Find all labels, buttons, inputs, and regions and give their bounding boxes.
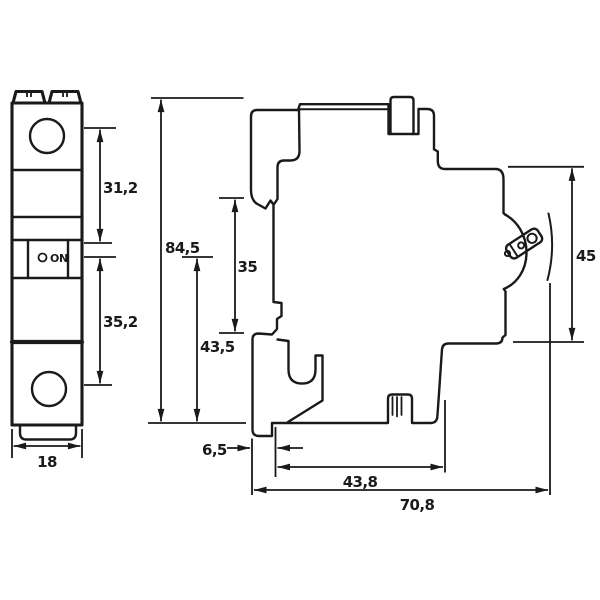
din-rail-slot: [276, 338, 324, 424]
dim-front-width-label: 18: [37, 453, 57, 471]
side-body-outline: [249, 103, 528, 438]
front-divider-lines: [10, 168, 84, 280]
front-view: ON: [9, 89, 85, 441]
dim-body-height-label: 43,5: [200, 338, 235, 356]
terminal-block-inner-edge: [273, 108, 301, 205]
dim-total-height-label: 84,5: [165, 239, 200, 257]
dim-hook-offset-label: 6,5: [202, 441, 227, 459]
terminal-clamps: [11, 89, 83, 105]
dim-total-depth-label: 70,8: [400, 496, 435, 514]
front-view-dimensions: 31,2 35,2 18: [11, 127, 138, 471]
dim-front-part-height-label: 45: [576, 247, 596, 265]
clip-release-ticks: [391, 396, 403, 418]
dim-front-upper-label: 31,2: [103, 179, 138, 197]
upper-terminal-hole: [28, 117, 66, 155]
front-body-outline: [10, 101, 84, 427]
dim-lower-depth-label: 43,8: [343, 473, 378, 491]
dim-din-recess-label: 35: [238, 258, 258, 276]
front-foot: [18, 423, 78, 441]
lever-swing-arc: [546, 212, 554, 281]
lower-terminal-hole: [30, 370, 68, 408]
switch-on-label: ON: [50, 252, 68, 265]
switch-area: ON: [26, 238, 70, 280]
side-view: [249, 95, 554, 438]
side-view-dimensions: 84,5 43,5 35 45 6,5 43,8 70,8: [148, 97, 596, 514]
top-clip-tab: [389, 95, 415, 136]
dim-front-lower-label: 35,2: [103, 313, 138, 331]
toggle-lever: [504, 227, 544, 260]
switch-indicator-dot: [37, 252, 48, 263]
lever-pivot-dot: [503, 249, 512, 258]
